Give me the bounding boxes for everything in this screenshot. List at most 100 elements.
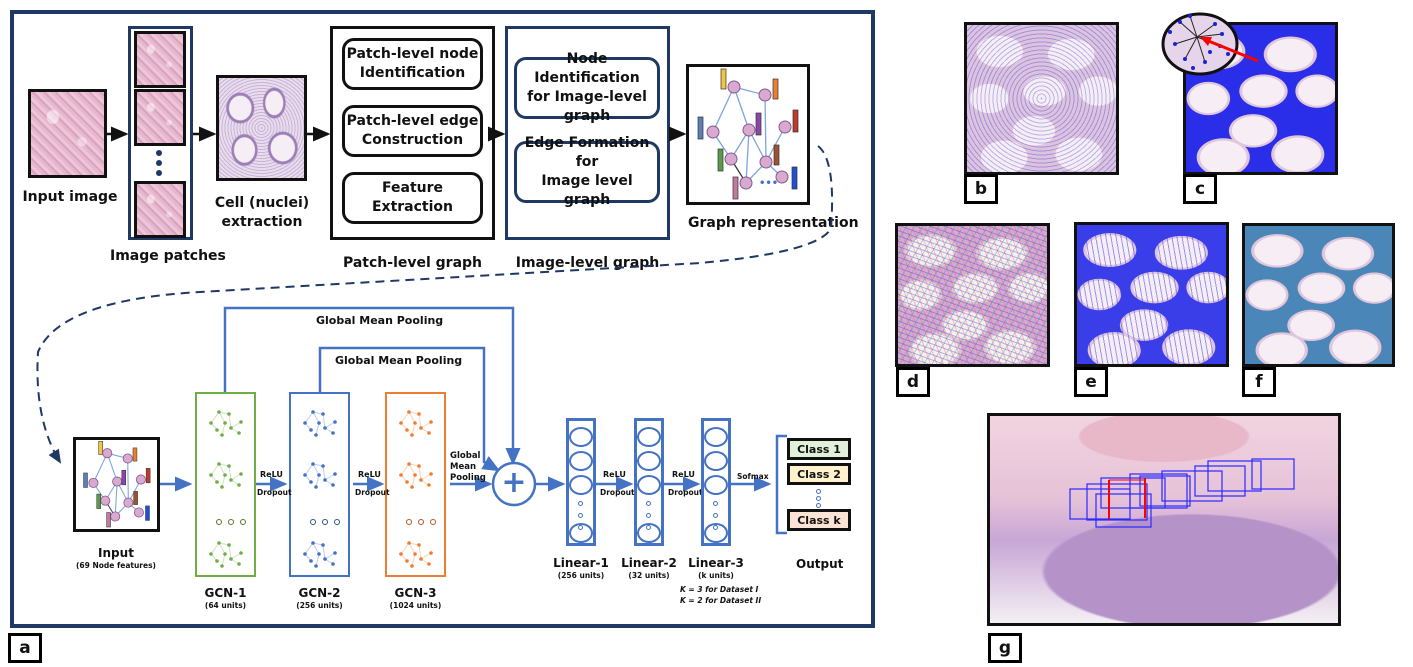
patch-ellipsis-dots <box>156 150 164 176</box>
linear-2-block <box>634 418 664 546</box>
dropout-label: Dropout <box>668 488 703 497</box>
image-level-graph-box <box>505 26 670 240</box>
input-graph-diagram <box>83 441 151 528</box>
graph-representation-diagram: ••• <box>697 68 799 200</box>
gcn-3-units: (1024 units) <box>389 601 442 611</box>
dropout-label: Dropout <box>355 488 390 497</box>
sum-symbol: + <box>501 465 527 500</box>
mini-graph-icon <box>209 462 243 489</box>
neuron-ellipsis-dot <box>646 501 651 506</box>
panel-label-g: g <box>988 633 1022 663</box>
panel-label-a: a <box>8 633 42 663</box>
linear-3-caption: Linear-3(k units) <box>681 555 751 581</box>
gcn-1-units: (64 units) <box>204 601 247 611</box>
neuron <box>569 523 593 543</box>
feature-extraction-step: Feature Extraction <box>342 172 483 224</box>
linear-2-name: Linear-2 <box>621 556 677 570</box>
dropout-label: Dropout <box>257 488 292 497</box>
neuron-ellipsis-dot <box>646 513 651 518</box>
panel-a-frame <box>10 10 875 628</box>
relu-label: ReLU <box>672 470 695 479</box>
dropout-label: Dropout <box>600 488 635 497</box>
neuron <box>569 451 593 471</box>
graph-representation-box <box>686 64 810 205</box>
neuron-ellipsis-dot <box>713 501 718 506</box>
linear-1-name: Linear-1 <box>553 556 609 570</box>
linear-2-units: (32 units) <box>628 571 670 581</box>
output-class-2: Class 2 <box>787 463 851 485</box>
mini-graph-icon <box>209 541 243 568</box>
k-note-dataset-1: K = 3 for Dataset I <box>680 585 759 594</box>
linear-2-caption: Linear-2(32 units) <box>614 555 684 581</box>
mini-graph-icon <box>399 410 433 437</box>
panel-label-d: d <box>896 367 930 397</box>
image-patch <box>134 89 186 146</box>
mini-graph-icon <box>399 541 433 568</box>
image-patches-caption: Image patches <box>110 248 226 264</box>
sum-node <box>491 461 537 507</box>
neuron <box>569 475 593 495</box>
panel-label-c: c <box>1183 174 1217 204</box>
top-arrows <box>36 126 834 535</box>
panel-e-delaunay-image <box>1074 222 1229 367</box>
neuron <box>569 427 593 447</box>
gcn-2-name: GCN-2 <box>298 586 341 600</box>
gcn-2-caption: GCN-2(256 units) <box>269 585 370 611</box>
global-mean-pooling-top-label: Global Mean Pooling <box>316 314 444 327</box>
gcn-ellipsis-dots <box>310 519 340 525</box>
input-caption: Input (69 Node features) <box>76 546 156 571</box>
image-patches-column <box>128 26 193 240</box>
linear-3-units: (k units) <box>698 571 734 581</box>
mini-graph-icon <box>209 410 243 437</box>
cell-extraction-caption: Cell (nuclei) extraction <box>214 195 310 230</box>
panel-label-f: f <box>1242 367 1276 397</box>
mini-graph-icon <box>399 462 433 489</box>
panel-f-knn-image <box>1242 223 1395 367</box>
linear-1-units: (256 units) <box>557 571 605 581</box>
panel-label-e: e <box>1074 367 1108 397</box>
gcn-1-block <box>195 392 256 577</box>
linear-1-block <box>566 418 596 546</box>
gcn-3-name: GCN-3 <box>394 586 437 600</box>
panel-d-voronoi-image <box>895 223 1050 367</box>
mini-graph-icon <box>303 541 337 568</box>
output-caption: Output <box>796 557 844 571</box>
patch-boxes-overlay <box>1069 458 1295 528</box>
gcn-2-units: (256 units) <box>296 601 343 611</box>
linear-1-caption: Linear-1(256 units) <box>546 555 616 581</box>
neuron <box>704 451 728 471</box>
input-image-caption: Input image <box>22 189 118 205</box>
neuron <box>637 523 661 543</box>
graph-representation-caption: Graph representation <box>688 215 859 231</box>
patch-level-graph-caption: Patch-level graph <box>342 255 483 271</box>
neuron-ellipsis-dot <box>713 513 718 518</box>
neuron <box>637 475 661 495</box>
linear-3-block <box>701 418 731 546</box>
panel-c-zoom-inset <box>1161 12 1259 76</box>
relu-label: ReLU <box>260 470 283 479</box>
neuron <box>704 427 728 447</box>
global-mean-pooling-side-label: Global Mean Pooling <box>450 451 486 484</box>
input-graph-box <box>73 437 160 532</box>
panel-b-nuclei-image <box>964 22 1119 175</box>
mini-graph-icon <box>303 462 337 489</box>
gcn-ellipsis-dots <box>406 519 436 525</box>
linear-3-name: Linear-3 <box>688 556 744 570</box>
gcn-ellipsis-dots <box>216 519 246 525</box>
gcn-2-block <box>289 392 350 577</box>
neuron-ellipsis-dot <box>578 501 583 506</box>
output-class-k: Class k <box>787 509 851 531</box>
relu-label: ReLU <box>603 470 626 479</box>
gcn-1-name: GCN-1 <box>204 586 247 600</box>
relu-label: ReLU <box>358 470 381 479</box>
output-class-1: Class 1 <box>787 438 851 460</box>
neuron-ellipsis-dot <box>578 513 583 518</box>
panel-label-b: b <box>964 174 998 204</box>
neuron <box>637 451 661 471</box>
mini-graph-icon <box>303 410 337 437</box>
gcn-3-caption: GCN-3(1024 units) <box>365 585 466 611</box>
output-ellipsis-dots <box>816 489 821 508</box>
